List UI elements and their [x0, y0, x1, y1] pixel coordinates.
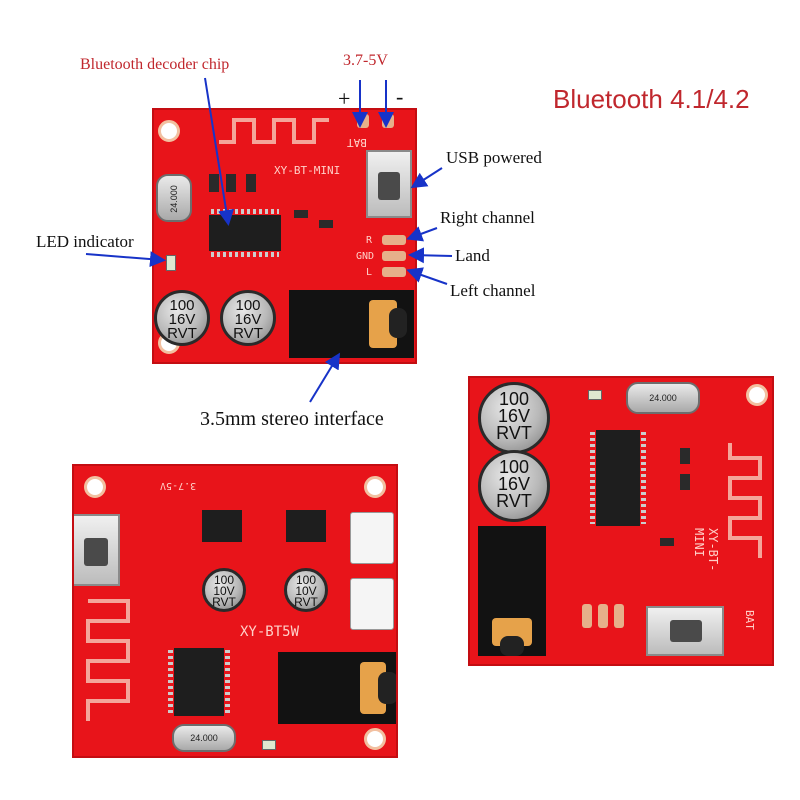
label-land: Land	[455, 246, 490, 265]
pad-ground	[382, 251, 406, 261]
terminal-block	[350, 512, 394, 564]
mounting-hole	[84, 476, 106, 498]
terminal-block	[350, 578, 394, 630]
pin-label-gnd: GND	[356, 251, 375, 262]
crystal-oscillator: 24.000	[172, 724, 236, 752]
smd-component	[246, 174, 256, 192]
mounting-hole	[746, 384, 768, 406]
pad-right	[582, 604, 592, 628]
pad-ground	[598, 604, 608, 628]
pin-label-l: L	[366, 267, 373, 278]
smd-component	[680, 474, 690, 490]
smd-component	[226, 174, 236, 192]
pad-right	[382, 235, 406, 245]
smd-component	[319, 220, 333, 228]
board-model-label: XY-BT5W	[240, 624, 300, 640]
label-decoder-chip: Bluetooth decoder chip	[80, 56, 230, 73]
crystal-label: 24.000	[190, 733, 218, 743]
crystal-label: 24.000	[649, 393, 677, 403]
label-plus: +	[338, 86, 351, 111]
audio-jack-3-5mm	[289, 290, 414, 358]
mounting-hole	[364, 476, 386, 498]
smd-component	[660, 538, 674, 546]
amplifier-chip	[286, 510, 326, 542]
led-indicator	[588, 390, 602, 400]
label-led: LED indicator	[36, 232, 134, 251]
arrow-left-channel	[406, 267, 448, 285]
label-minus: -	[396, 84, 404, 109]
crystal-oscillator: 24.000	[626, 382, 700, 414]
led-indicator	[262, 740, 276, 750]
amplifier-chip	[202, 510, 242, 542]
label-voltage: 3.7-5V	[343, 52, 388, 69]
led-indicator	[166, 255, 176, 271]
arrow-decoder-chip	[204, 77, 235, 226]
smd-component	[209, 174, 219, 192]
pcb-antenna	[728, 443, 762, 558]
arrow-land	[408, 247, 453, 264]
pcb-antenna	[219, 118, 329, 144]
arrow-jack	[309, 352, 341, 403]
arrow-led	[85, 251, 166, 268]
micro-usb-port	[74, 514, 120, 586]
pcb-antenna	[86, 599, 130, 721]
mounting-hole	[364, 728, 386, 750]
label-left-channel: Left channel	[450, 281, 536, 300]
pad-left	[382, 267, 406, 277]
arrow-right-channel	[406, 226, 438, 242]
bluetooth-decoder-chip	[590, 430, 646, 526]
smd-component	[680, 448, 690, 464]
board-model-label: XY-BT-MINI	[274, 164, 341, 177]
micro-usb-port	[646, 606, 724, 656]
audio-jack-3-5mm	[278, 652, 396, 724]
arrow-usb	[410, 167, 443, 189]
pad-left	[614, 604, 624, 628]
bluetooth-decoder-chip	[168, 648, 230, 716]
label-usb: USB powered	[446, 148, 542, 167]
crystal-oscillator: 24.000	[156, 174, 192, 222]
page-title: Bluetooth 4.1/4.2	[553, 84, 750, 114]
smd-component	[294, 210, 308, 218]
label-right-channel: Right channel	[440, 208, 535, 227]
audio-jack-3-5mm	[478, 526, 546, 656]
mounting-hole	[158, 120, 180, 142]
pin-label-r: R	[366, 235, 373, 246]
label-jack: 3.5mm stereo interface	[200, 408, 384, 430]
